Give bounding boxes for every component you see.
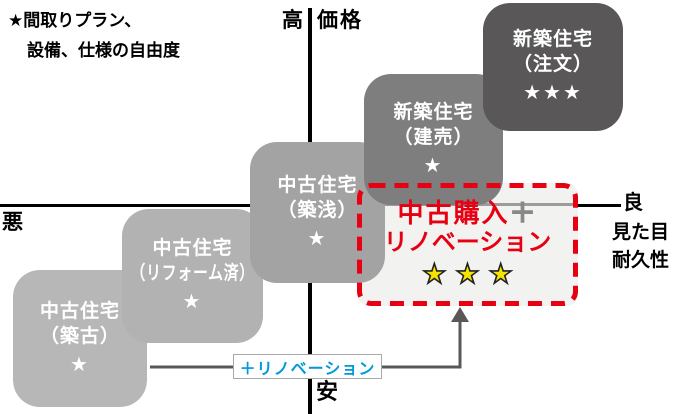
box-subtitle: （リフォーム済） xyxy=(130,263,255,285)
renovation-label: ＋リノベーション xyxy=(233,354,382,379)
box-stars: ★ xyxy=(182,291,203,314)
box-subtitle: （築浅） xyxy=(277,199,358,221)
box-used-house-reformed: 中古住宅 （リフォーム済） ★ xyxy=(122,209,263,343)
axis-label-price: 価格 xyxy=(317,9,363,32)
axis-label-durability: 耐久性 xyxy=(612,250,670,271)
box-stars: ★ xyxy=(423,154,444,177)
box-subtitle: （築古） xyxy=(39,325,120,347)
box-used-house-old: 中古住宅 （築古） ★ xyxy=(13,270,147,407)
box-title: 中古住宅 xyxy=(39,300,120,322)
legend-note-line1: ★間取りプラン、 xyxy=(8,11,142,30)
axis-label-low: 安 xyxy=(316,379,339,404)
highlight-box-content: 中古購入＋ リノベーション ★★★ xyxy=(357,183,578,306)
axis-label-high: 高 xyxy=(282,9,303,32)
box-title: 新築住宅 xyxy=(512,29,593,51)
plus-icon: ＋ xyxy=(509,198,538,229)
box-title: 新築住宅 xyxy=(393,101,474,123)
box-title: 中古住宅 xyxy=(277,174,358,196)
legend-note-line2: 設備、仕様の自由度 xyxy=(27,41,180,60)
box-new-house-custom: 新築住宅 （注文） ★★★ xyxy=(483,3,623,131)
box-stars: ★ xyxy=(70,353,90,376)
box-stars: ★ xyxy=(307,227,328,250)
box-stars: ★★★ xyxy=(523,82,583,105)
axis-label-good: 良 xyxy=(623,192,643,214)
highlight-stars: ★★★ xyxy=(421,258,522,289)
axis-label-bad: 悪 xyxy=(2,211,23,234)
axis-label-appearance: 見た目 xyxy=(612,222,670,243)
highlight-title: 中古購入＋ xyxy=(397,198,538,229)
box-subtitle: （建売） xyxy=(393,126,474,148)
box-title: 中古住宅 xyxy=(152,238,233,260)
box-subtitle: （注文） xyxy=(512,54,593,76)
highlight-subtitle: リノベーション xyxy=(383,228,552,256)
